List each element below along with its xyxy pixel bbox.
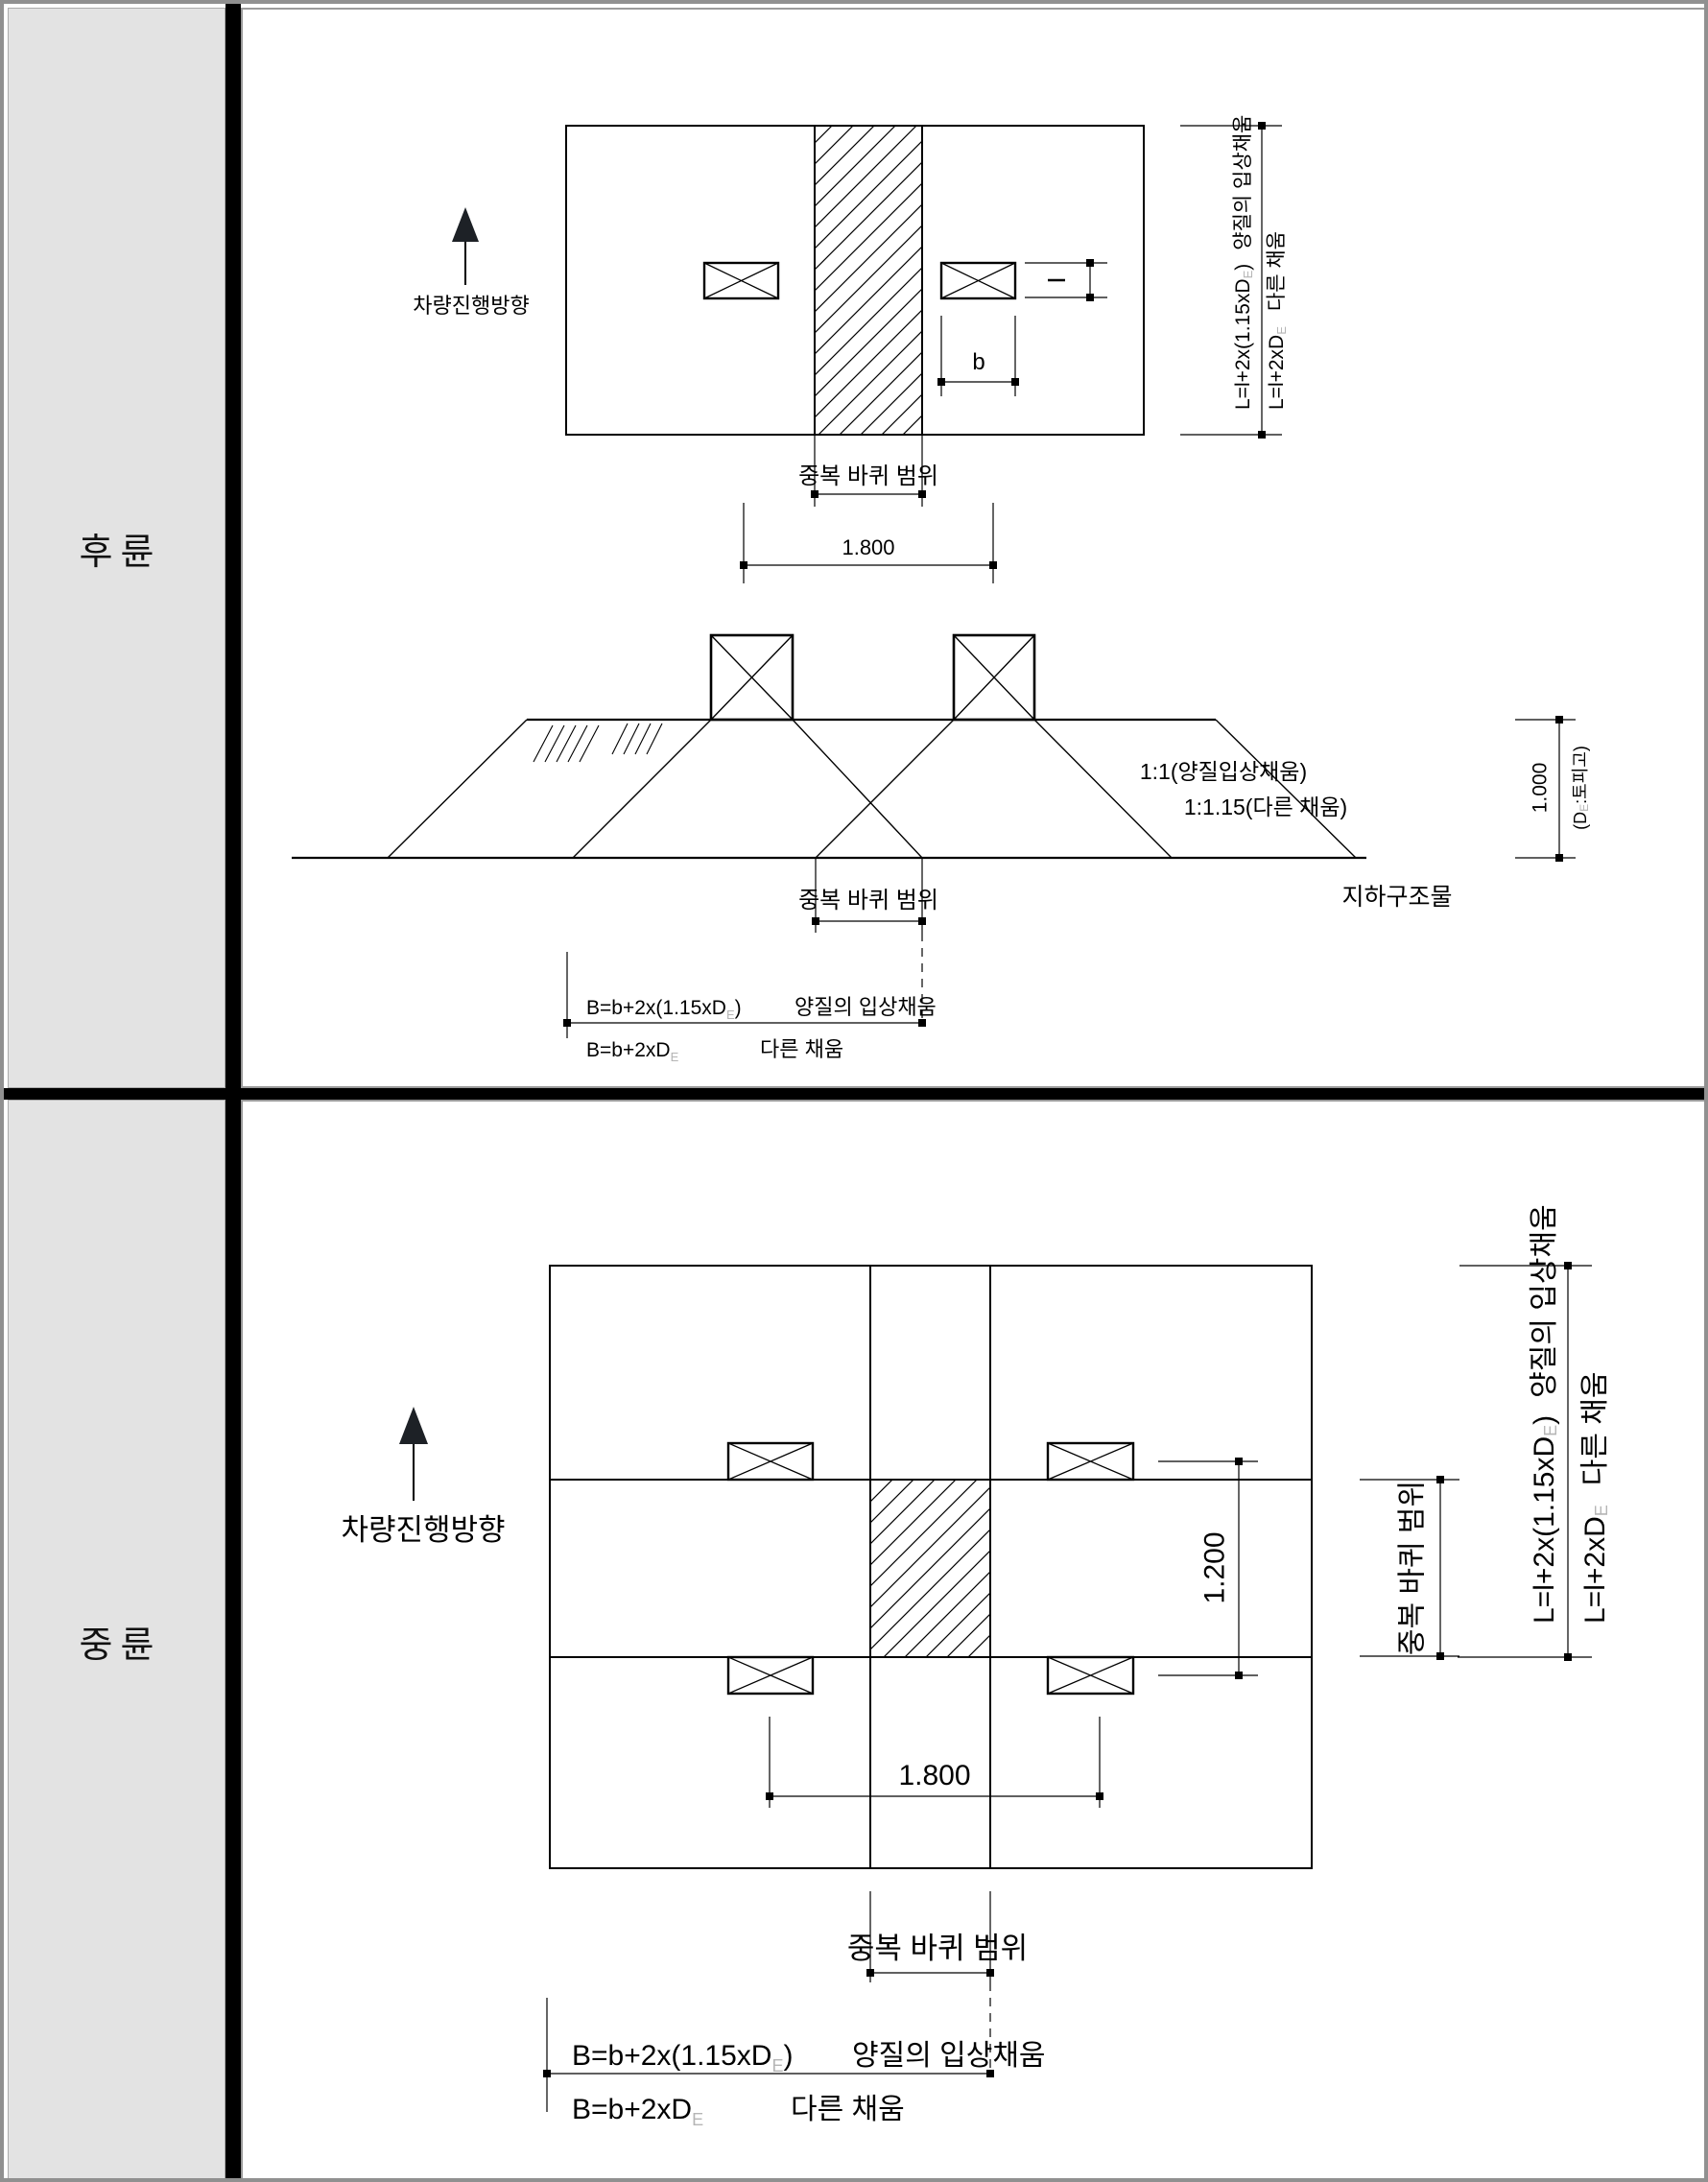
axle-spacing-value: 1.800 [898,1760,970,1791]
wheel-box-bottom-left [726,1655,815,1696]
section-wheel-box-right [952,633,1036,722]
direction-label: 차량진행방향 [413,294,529,318]
b-formula-other-label: 다른 채움 [791,2094,905,2125]
wheel-spacing-value: 1.200 [1199,1531,1231,1603]
arrow-head-icon [399,1407,428,1444]
b-dim: b [937,316,1019,396]
b-formula-granular-label: 양질의 입상채움 [852,2040,1046,2072]
b-dim-label: b [972,349,984,375]
overlap-range-label: 중복 바퀴 범위 [847,1932,1028,1965]
fill-length-formula-granular: L=l+2x(1.15xDE)양질의 입상채움 [1529,1204,1561,1624]
cover-depth-dim: 1.000 (DE:토피고) [1515,716,1591,862]
cover-depth-value: 1.000 [1530,763,1552,814]
wheel-box-bottom-right [1046,1655,1135,1696]
b-width-dim: B=b+2x(1.15xDE) 양질의 입상채움 B=b+2xDE 다른 채움 [563,952,937,1064]
row-title-middle: 중륜 [79,1625,162,1666]
axle-spacing-dim: 1.800 [740,503,997,583]
overlap-range-label: 중복 바퀴 범위 [798,888,938,913]
load-spread-lines [387,719,1357,859]
overlap-range-dim-plan: 중복 바퀴 범위 [798,435,938,507]
sidebar-cell-middle: 중륜 [8,1100,225,2178]
cover-depth-note: (DE:토피고) [1571,746,1591,830]
fill-length-formula-other: L=l+2xDE다른 채움 [1579,1371,1612,1624]
direction-arrow: 차량진행방향 [413,207,530,318]
b-formula-other: B=b+2xDE [586,1039,679,1064]
rear-wheel-panel-drawing: b 중복 바퀴 범위 1.800 차량진 [292,115,1591,1064]
overlap-range-dim-bottom: 중복 바퀴 범위 [847,1891,1028,2074]
b-formula-granular: B=b+2x(1.15xDE) [572,2040,793,2075]
overlap-range-label: 중복 바퀴 범위 [798,463,938,489]
overlap-hatch-strip [814,125,923,436]
axle-spacing-value: 1.800 [842,535,894,559]
fill-length-formula-granular: L=l+2x(1.15xDE)양질의 입상채움 [1232,115,1255,410]
wheel-box-left [702,261,780,300]
axle-spacing-dim: 1.800 [766,1717,1103,1808]
wheel-box-right [939,261,1017,300]
fill-length-dim: L=l+2x(1.15xDE)양질의 입상채움 L=l+2xDE다른 채움 [1180,115,1289,439]
wheel-width-dim [1025,259,1107,301]
underground-structure-label: 지하구조물 [1341,884,1452,911]
b-width-dim: B=b+2x(1.15xDE) 양질의 입상채움 B=b+2xDE 다른 채움 [543,1998,1046,2129]
middle-plan-view: 1.200 중복 바퀴 범위 L=l+2x(1.15xDE)양질의 입상채움 L… [341,1204,1611,2129]
direction-label: 차량진행방향 [341,1513,505,1547]
direction-arrow: 차량진행방향 [341,1407,506,1547]
overlap-range-dim-vertical: 중복 바퀴 범위 [1360,1476,1459,1660]
drawing-area-rear [241,8,1704,1088]
overlap-range-label: 중복 바퀴 범위 [1397,1481,1429,1655]
existing-ground-hatch [533,723,663,763]
sidebar-cell-rear: 후륜 [8,8,225,1088]
middle-wheel-panel-drawing: 1.200 중복 바퀴 범위 L=l+2x(1.15xDE)양질의 입상채움 L… [341,1204,1611,2129]
overlap-range-dim-section: 중복 바퀴 범위 [798,858,938,1023]
rear-plan-view: b 중복 바퀴 범위 1.800 차량진 [413,115,1289,583]
arrow-head-icon [452,207,479,242]
rear-section-view: 1:1(양질입상채움) 1:1.15(다른 채움) 지하구조물 중복 바퀴 범위… [292,633,1591,1064]
b-formula-granular: B=b+2x(1.15xDE) [586,997,742,1022]
slope-granular-label: 1:1(양질입상채움) [1140,759,1307,784]
overlap-hatch-cell [869,1479,991,1658]
fill-length-dim: L=l+2x(1.15xDE)양질의 입상채움 L=l+2xDE다른 채움 [1458,1204,1611,1661]
b-formula-other: B=b+2xDE [572,2094,703,2129]
slope-other-label: 1:1.15(다른 채움) [1184,795,1347,819]
wheel-box-top-left [726,1441,815,1482]
pavement-outline [549,1265,1313,1869]
cad-drawing: b 중복 바퀴 범위 1.800 차량진 [292,115,1611,2129]
row-title-rear: 후륜 [79,532,162,573]
wheel-box-top-right [1046,1441,1135,1482]
b-formula-granular-label: 양질의 입상채움 [795,995,937,1019]
fill-length-formula-other: L=l+2xDE다른 채움 [1266,231,1289,410]
wheel-spacing-dim-1200: 1.200 [1158,1458,1258,1679]
section-wheel-box-left [709,633,795,722]
row-divider [4,1088,1704,1100]
b-formula-other-label: 다른 채움 [760,1037,843,1061]
